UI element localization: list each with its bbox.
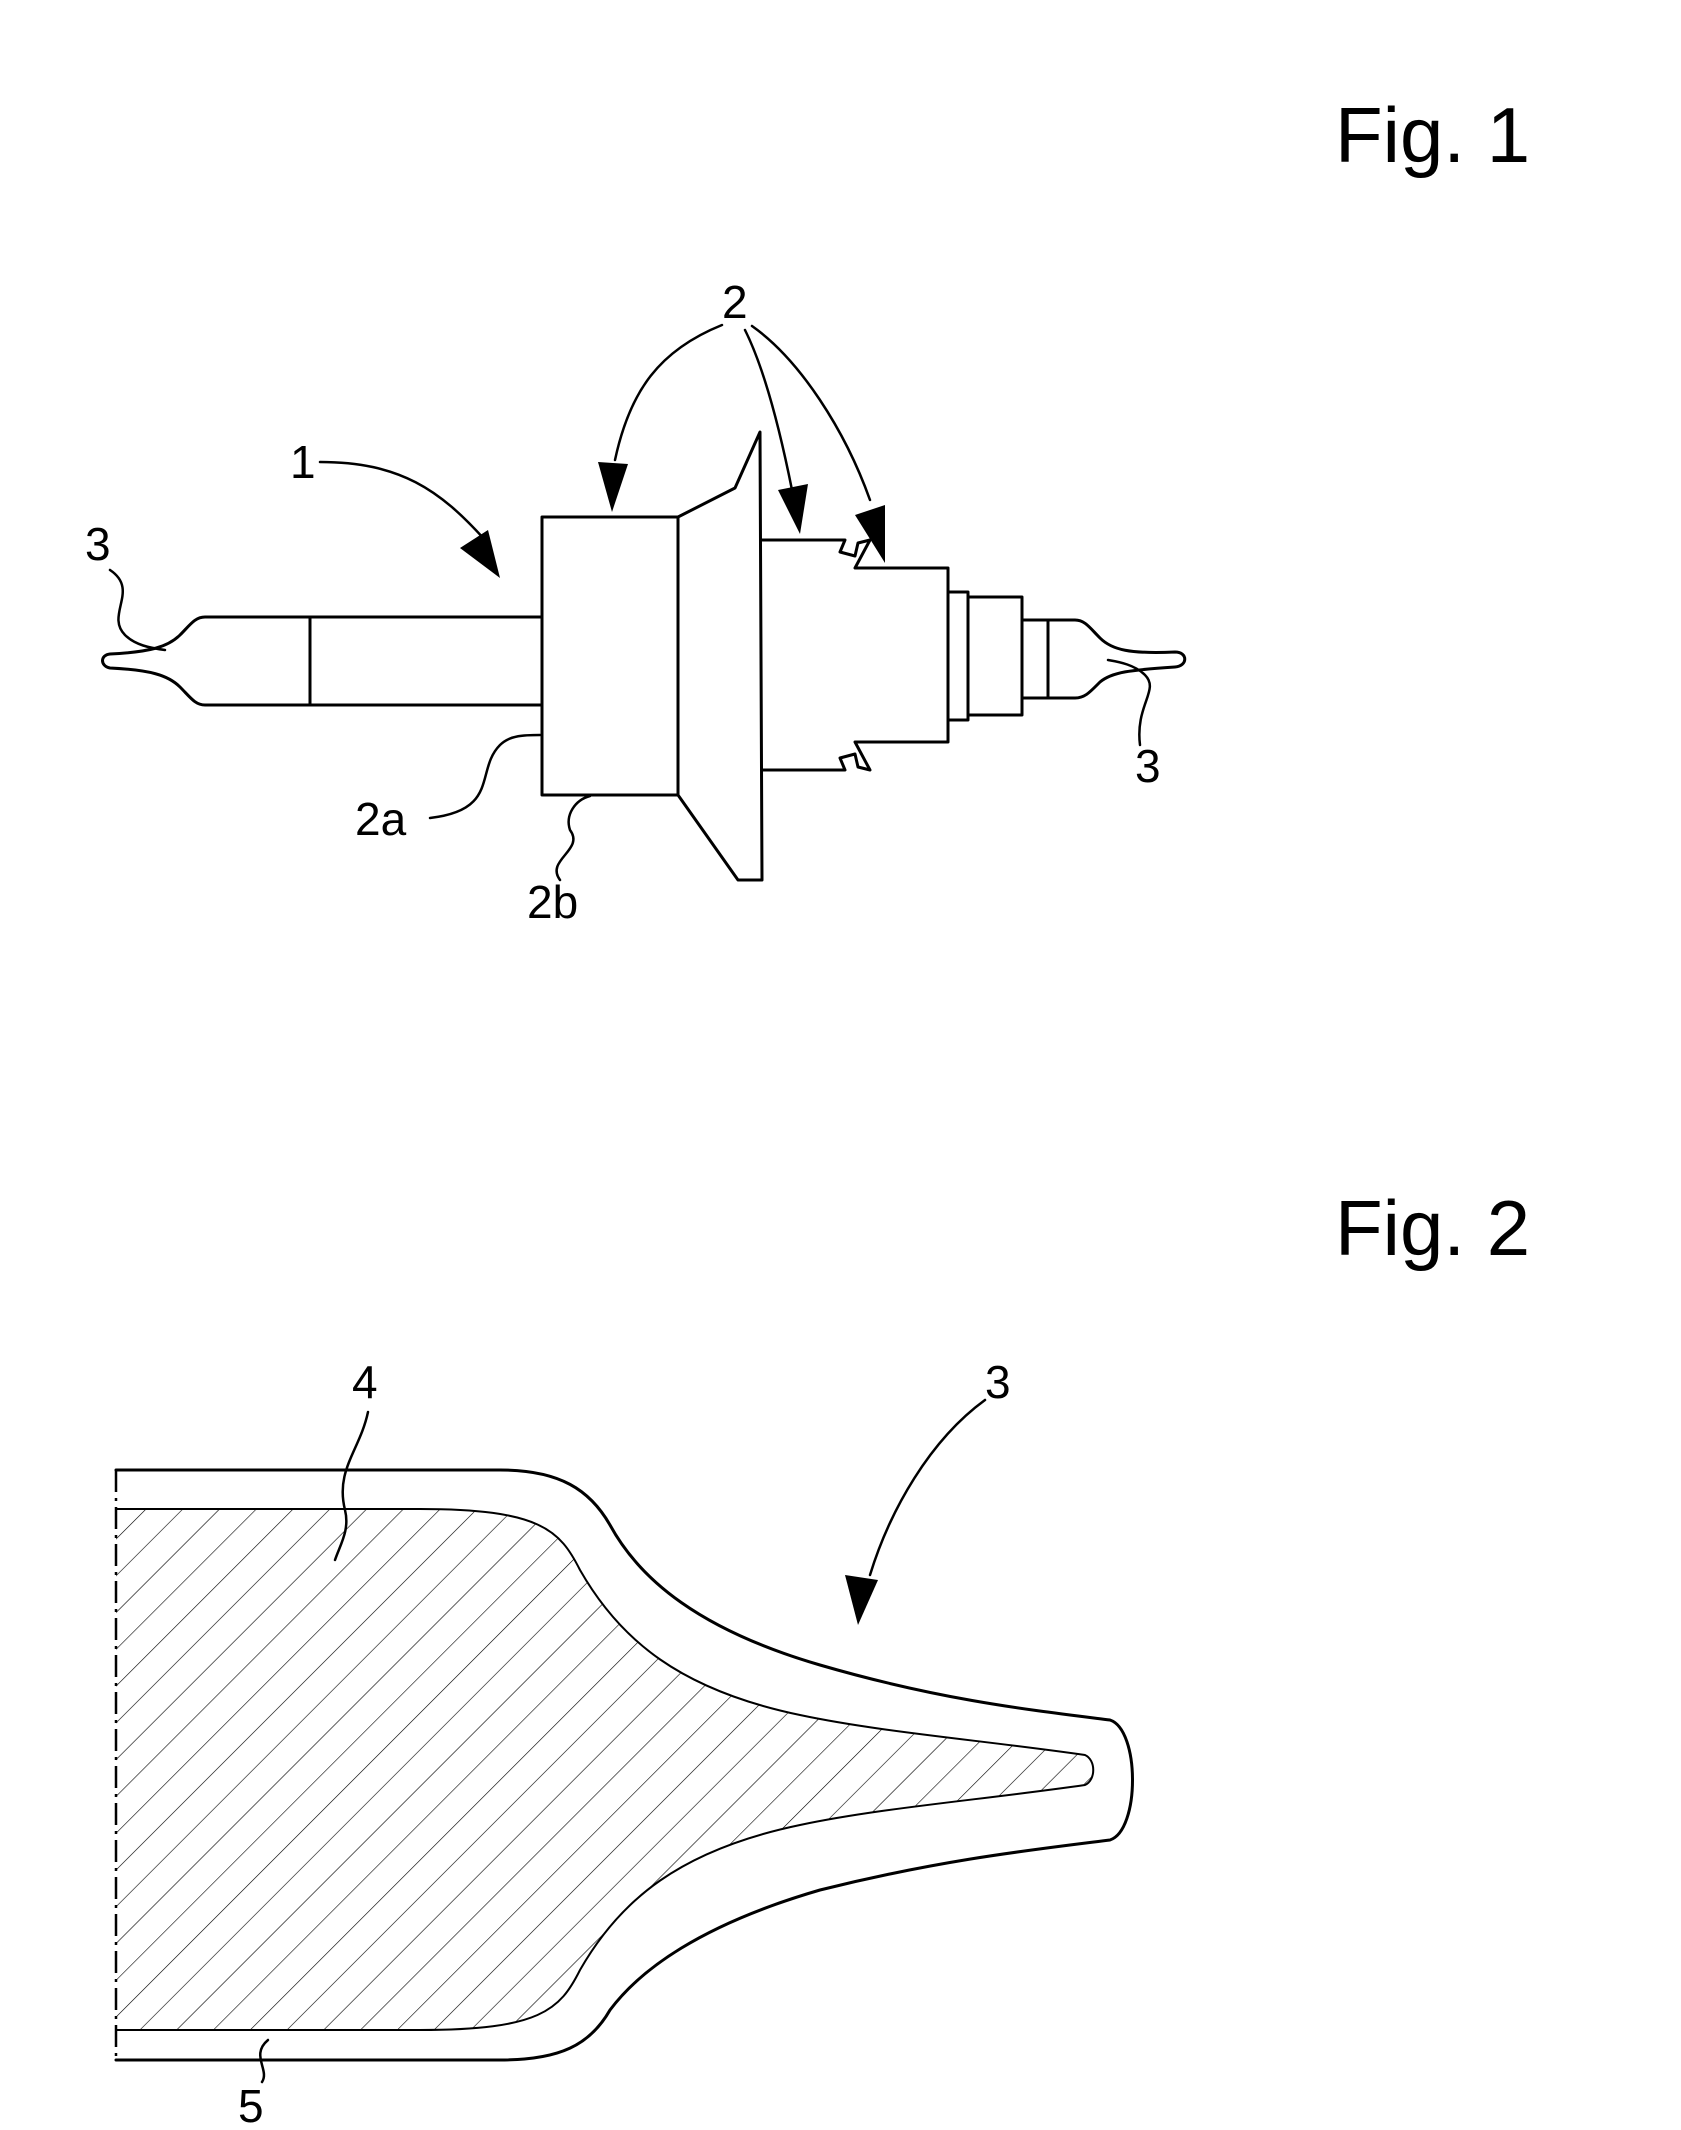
label-2a: 2a [355,793,407,845]
leader-2b-face [557,796,590,880]
connector-flange [678,432,762,880]
leader-1 [320,462,485,540]
leader-3-left [110,570,165,650]
right-collar [948,592,968,720]
core-hatching [116,1500,1116,2040]
connector-body-right [762,540,948,770]
figure-2-title: Fig. 2 [1335,1184,1530,1272]
arrowhead-1 [460,530,500,578]
label-3-right: 3 [1135,740,1161,792]
leader-2c [752,326,870,500]
leader-3-fig2 [870,1400,985,1575]
figure-1: Fig. 1 1 2 3 [85,91,1530,928]
right-tip-outline [1022,620,1185,698]
arrowhead-2c [855,505,885,563]
label-3-fig2: 3 [985,1356,1011,1408]
left-tip-outline [103,617,311,705]
label-4: 4 [352,1356,378,1408]
leader-2a [615,325,722,460]
arrowhead-3-fig2 [845,1575,878,1625]
arrowhead-2a [598,462,628,512]
label-5: 5 [238,2080,264,2130]
right-nut [968,597,1022,715]
label-3-left: 3 [85,518,111,570]
label-1: 1 [290,436,316,488]
label-2: 2 [722,276,748,328]
arrowhead-2b [778,484,808,534]
connector-block-left [542,517,678,795]
figure-2: Fig. 2 4 3 5 [116,1184,1530,2130]
label-2b: 2b [527,876,578,928]
leader-2a-face [430,735,540,818]
left-sleeve [310,617,542,705]
figure-1-title: Fig. 1 [1335,91,1530,179]
